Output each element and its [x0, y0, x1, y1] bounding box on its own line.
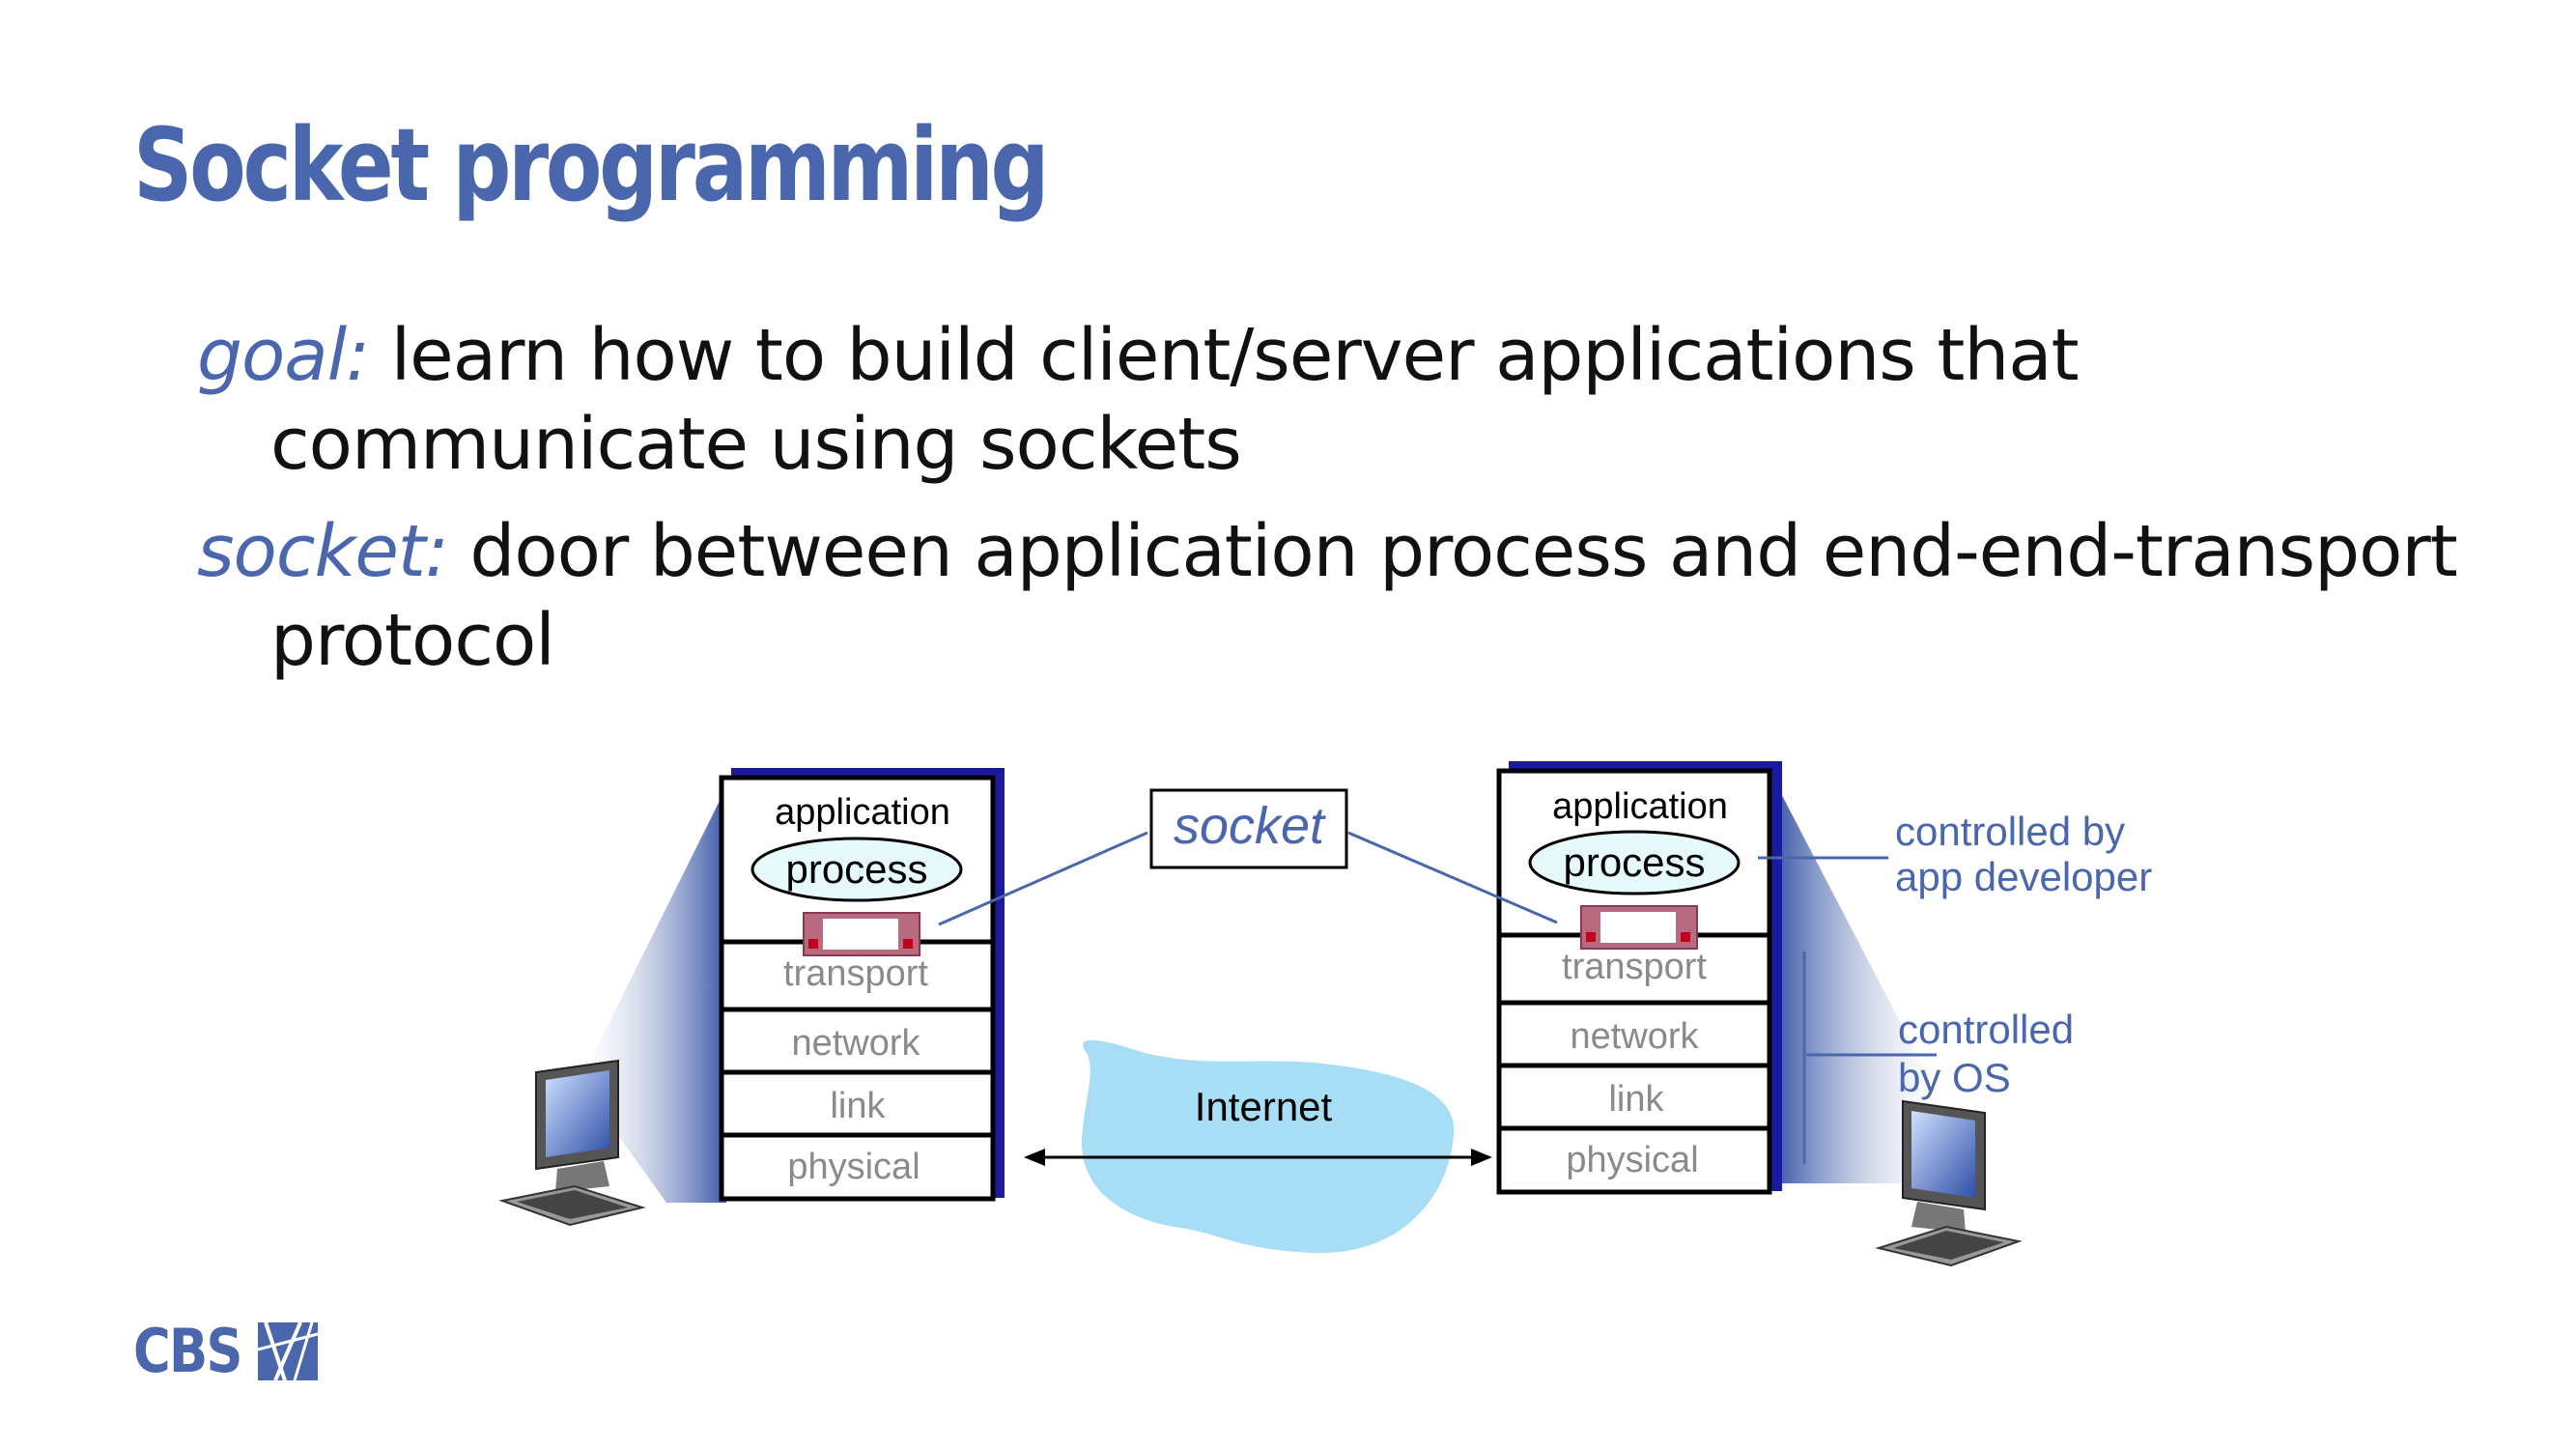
right-host-beam — [1775, 782, 1941, 1183]
left-layer-network: network — [791, 1023, 920, 1064]
right-layer-link: link — [1608, 1079, 1664, 1120]
left-layer-transport: transport — [783, 953, 928, 994]
slide-title: Socket programming — [133, 106, 1050, 224]
bullet-goal: goal: learn how to build client/server a… — [197, 311, 2080, 489]
socket-label-box — [1149, 788, 1348, 869]
bullet-socket-text-line2: protocol — [270, 599, 555, 682]
right-layer-network: network — [1570, 1016, 1699, 1057]
bullet-socket: socket: door between application process… — [197, 507, 2458, 685]
socket-pointer-left — [938, 831, 1148, 926]
controlled-by-os-line2: by OS — [1898, 1055, 2011, 1100]
controlled-by-os-line1: controlled — [1898, 1007, 2074, 1052]
right-layer-transport: transport — [1562, 947, 1707, 987]
left-layer-application: application — [775, 792, 950, 833]
bullet-goal-text-line2: communicate using sockets — [270, 403, 1242, 486]
right-process-ellipse — [1528, 830, 1741, 895]
right-layer-application: application — [1552, 786, 1728, 827]
computer-icon — [1875, 1099, 2023, 1267]
controlled-by-app-developer-line2: app developer — [1895, 854, 2152, 899]
cbs-logo-text: CBS — [133, 1316, 242, 1386]
left-process-ellipse — [750, 837, 963, 902]
cbs-logo: CBS — [133, 1316, 320, 1386]
bullet-socket-text-line1: door between application process and end… — [447, 510, 2457, 593]
controlled-by-app-developer-line1: controlled by — [1895, 809, 2125, 854]
right-layer-physical: physical — [1566, 1140, 1698, 1180]
internet-arrow-head-right — [1471, 1149, 1492, 1166]
left-layer-link: link — [830, 1086, 886, 1126]
cbs-logo-mark-icon — [258, 1321, 319, 1381]
internet-arrow-head-left — [1024, 1149, 1045, 1166]
left-layer-physical: physical — [787, 1147, 920, 1187]
socket-label: socket — [1174, 797, 1326, 855]
left-protocol-stack — [719, 775, 996, 1202]
bullet-socket-keyword: socket: — [197, 510, 449, 593]
bullet-goal-keyword: goal: — [197, 314, 370, 397]
left-process-label: process — [785, 846, 927, 892]
right-socket-door — [1580, 905, 1698, 950]
computer-icon — [498, 1059, 646, 1227]
bullet-goal-text-line1: learn how to build client/server applica… — [369, 314, 2080, 397]
internet-label: Internet — [1195, 1084, 1333, 1129]
left-socket-door — [803, 912, 920, 956]
internet-cloud — [1081, 1039, 1455, 1254]
socket-pointer-right — [1347, 831, 1558, 924]
right-process-label: process — [1563, 839, 1705, 885]
